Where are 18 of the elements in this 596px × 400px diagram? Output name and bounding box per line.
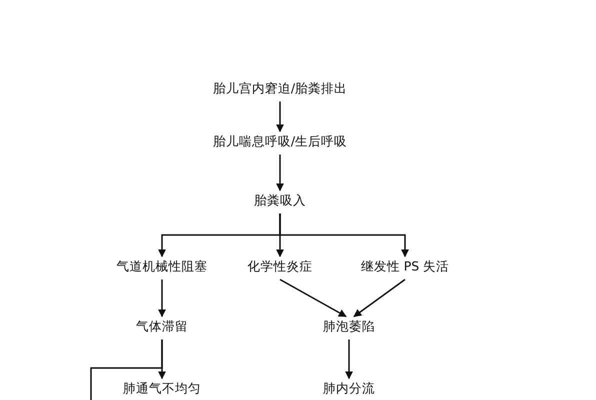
arrow xyxy=(279,214,409,258)
arrow xyxy=(345,340,353,380)
node-text: 肺泡萎陷 xyxy=(321,318,377,336)
arrow xyxy=(158,280,166,318)
node-text: 气体滞留 xyxy=(134,318,190,336)
arrow xyxy=(353,278,406,318)
arrow xyxy=(276,102,284,132)
node-text: 继发性 PS 失活 xyxy=(358,258,452,276)
branch-line xyxy=(90,340,163,400)
node-text: 胎儿喘息呼吸/生后呼吸 xyxy=(210,132,350,152)
arrow xyxy=(276,154,284,192)
node-text: 胎粪吸入 xyxy=(252,192,308,210)
arrow xyxy=(280,278,347,318)
node-text: 胎儿宫内窘迫/胎粪排出 xyxy=(210,80,350,98)
node-text: 肺通气不均匀 xyxy=(121,380,203,398)
node-text: 肺内分流 xyxy=(321,380,377,398)
node-text: 气道机械性阻塞 xyxy=(114,258,210,276)
node-text: 化学性炎症 xyxy=(246,258,314,276)
